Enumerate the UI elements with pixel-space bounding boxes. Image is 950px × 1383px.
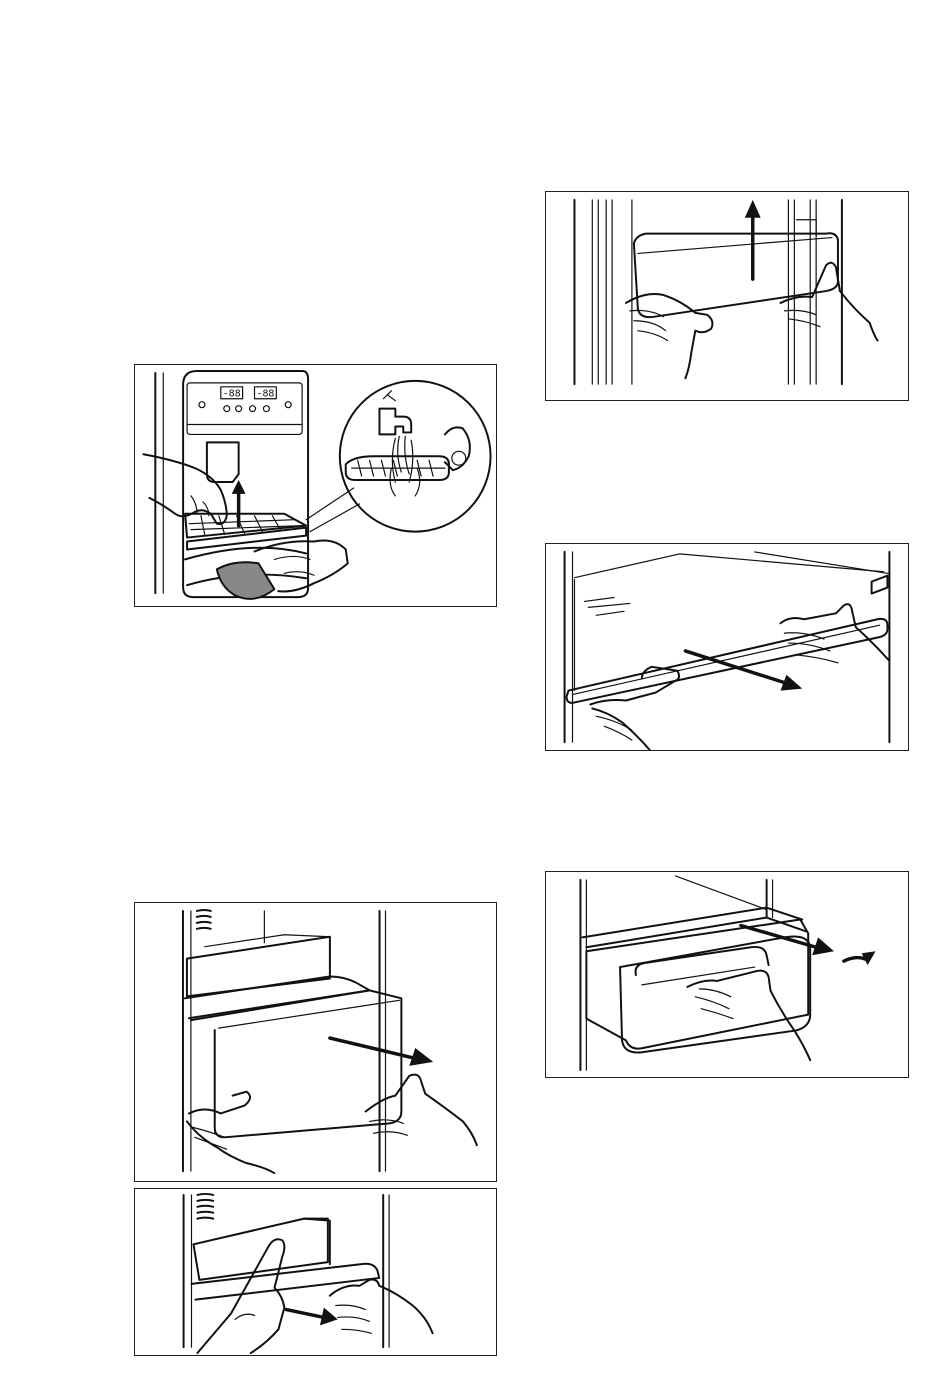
- dispenser-cleaning-illustration: -88 -88: [135, 365, 496, 606]
- figure-glass-shelf-removal: [545, 543, 909, 751]
- figure-bin-removal: [134, 1188, 497, 1356]
- freezer-drawer-illustration: [135, 903, 496, 1181]
- crisper-drawer-illustration: [546, 872, 908, 1077]
- figure-crisper-drawer-removal: [545, 871, 909, 1078]
- panel-display-left: -88: [223, 389, 241, 400]
- figure-freezer-drawer-removal: [134, 902, 497, 1182]
- door-balcony-illustration: [546, 192, 908, 400]
- glass-shelf-illustration: [546, 544, 908, 750]
- figure-dispenser-cleaning: -88 -88: [134, 364, 497, 607]
- figure-door-balcony-removal: [545, 191, 909, 401]
- bin-removal-illustration: [135, 1189, 496, 1355]
- panel-display-right: -88: [256, 389, 274, 400]
